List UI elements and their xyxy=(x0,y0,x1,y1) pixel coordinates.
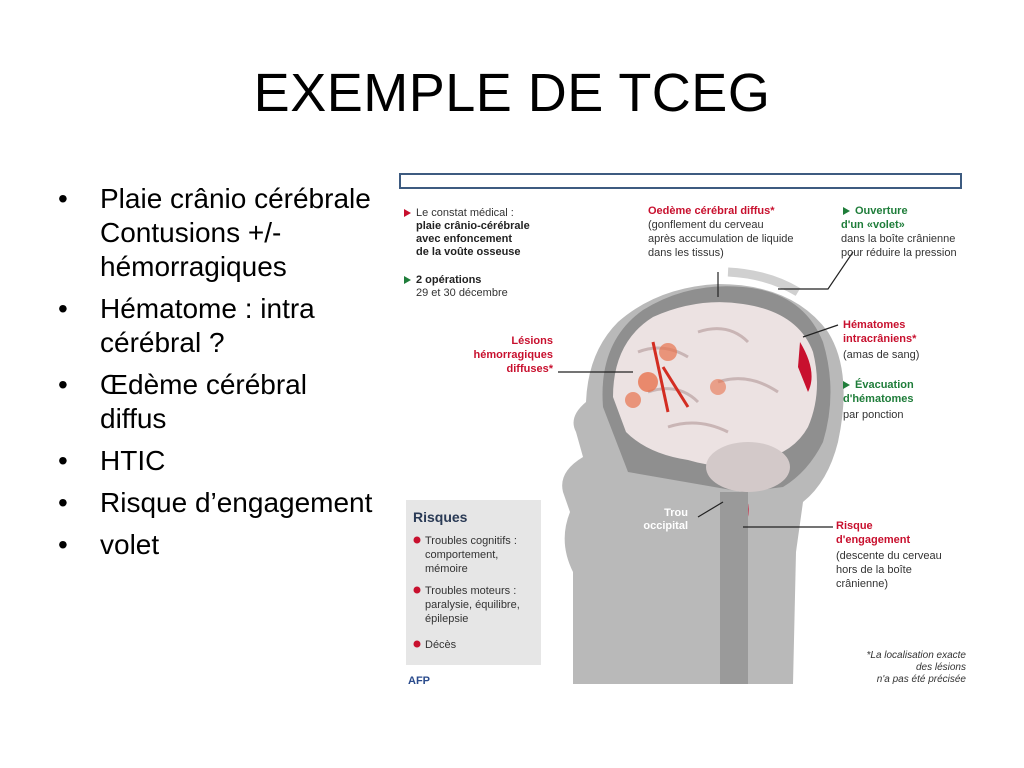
arrow-icon xyxy=(843,381,850,389)
svg-text:hémorragiques: hémorragiques xyxy=(474,349,553,361)
bullet-item: •Plaie crânio cérébrale Contusions +/- h… xyxy=(58,183,371,282)
svg-text:Troubles moteurs :: Troubles moteurs : xyxy=(425,585,516,597)
leader-line xyxy=(697,501,724,518)
hemorrhage-streak xyxy=(651,341,690,413)
svg-text:dans la boîte crânienne: dans la boîte crânienne xyxy=(841,233,955,245)
svg-text:d'hématomes: d'hématomes xyxy=(843,393,913,405)
svg-text:29 et 30 décembre: 29 et 30 décembre xyxy=(416,287,508,299)
bullet-dot-icon xyxy=(413,536,421,544)
lesion-mark xyxy=(625,392,641,408)
bullet-item: •Œdème cérébral diffus xyxy=(58,369,307,434)
afp-credit: AFP xyxy=(408,675,430,684)
svg-text:paralysie, équilibre,: paralysie, équilibre, xyxy=(425,599,520,611)
svg-text:crânienne): crânienne) xyxy=(836,578,888,590)
bullet-dot-icon xyxy=(413,586,421,594)
svg-text:Troubles cognitifs :: Troubles cognitifs : xyxy=(425,535,517,547)
arrow-icon xyxy=(843,207,850,215)
svg-text:diffuses*: diffuses* xyxy=(507,363,554,375)
svg-text:Le constat médical :: Le constat médical : xyxy=(416,207,514,219)
bullet-dot-icon: • xyxy=(58,529,68,560)
risques-box: Risques Troubles cognitifs : comportemen… xyxy=(406,500,541,665)
lesion-mark xyxy=(659,343,677,361)
footnote: *La localisation exacte des lésions n'a … xyxy=(866,650,966,684)
trou-callout: Trou occipital xyxy=(643,507,688,532)
ouverture-callout: Ouverture d'un «volet» dans la boîte crâ… xyxy=(841,205,957,259)
svg-text:d'engagement: d'engagement xyxy=(836,534,910,546)
svg-text:Risque: Risque xyxy=(836,520,873,532)
svg-text:Décès: Décès xyxy=(425,639,457,651)
bullet-item: •volet xyxy=(58,529,160,560)
lesions-callout: Lésions hémorragiques diffuses* xyxy=(474,335,554,375)
svg-text:mémoire: mémoire xyxy=(425,563,468,575)
svg-text:(descente du cerveau: (descente du cerveau xyxy=(836,550,942,562)
spine-shape xyxy=(720,492,748,684)
bullet-item: •Risque d’engagement xyxy=(58,487,373,518)
oedeme-callout: Oedème cérébral diffus* (gonflement du c… xyxy=(648,205,794,259)
engagement-callout: Risque d'engagement (descente du cerveau… xyxy=(836,520,942,590)
figure-frame xyxy=(399,173,962,189)
leader-line xyxy=(802,324,839,338)
slide-title: EXEMPLE DE TCEG xyxy=(253,63,771,123)
svg-text:hors de la boîte: hors de la boîte xyxy=(836,564,912,576)
bullet-dot-icon: • xyxy=(58,445,68,476)
svg-text:n'a pas été précisée: n'a pas été précisée xyxy=(877,674,967,684)
svg-text:Oedème cérébral diffus*: Oedème cérébral diffus* xyxy=(648,205,775,217)
svg-text:(gonflement du cerveau: (gonflement du cerveau xyxy=(648,219,764,231)
svg-text:Ouverture: Ouverture xyxy=(855,205,908,217)
svg-text:Trou: Trou xyxy=(664,507,688,519)
constat-callout: Le constat médical : plaie crânio-cérébr… xyxy=(404,207,530,299)
bullet-dot-icon: • xyxy=(58,369,68,400)
bullet-dot-icon: • xyxy=(58,293,68,324)
svg-text:2 opérations: 2 opérations xyxy=(416,274,481,286)
svg-text:plaie crânio-cérébrale: plaie crânio-cérébrale xyxy=(416,220,530,232)
svg-text:avec enfoncement: avec enfoncement xyxy=(416,233,512,245)
bullet-item: •Hématome : intra cérébral ? xyxy=(58,293,315,358)
bullet-dot-icon: • xyxy=(58,487,68,518)
hematomes-callout: Hématomes intracrâniens* (amas de sang) … xyxy=(843,319,919,421)
svg-text:comportement,: comportement, xyxy=(425,549,498,561)
hematoma-mark xyxy=(798,342,812,392)
bullet-item: •HTIC xyxy=(58,445,166,476)
svg-text:(amas de sang): (amas de sang) xyxy=(843,349,919,361)
svg-text:intracrâniens*: intracrâniens* xyxy=(843,333,917,345)
svg-text:*La localisation exacte: *La localisation exacte xyxy=(866,650,966,661)
head-injury-illustration: Le constat médical : plaie crânio-cérébr… xyxy=(398,192,970,684)
svg-text:dans les tissus): dans les tissus) xyxy=(648,247,724,259)
arrow-icon xyxy=(404,209,411,217)
lesion-mark xyxy=(710,379,726,395)
svg-text:de la voûte osseuse: de la voûte osseuse xyxy=(416,246,521,258)
cerebellum-shape xyxy=(706,442,790,492)
svg-text:occipital: occipital xyxy=(643,520,688,532)
svg-text:Hématomes: Hématomes xyxy=(843,319,905,331)
svg-text:Risques: Risques xyxy=(413,509,468,525)
bullet-dot-icon: • xyxy=(58,183,68,214)
svg-text:par ponction: par ponction xyxy=(843,409,904,421)
svg-text:Lésions: Lésions xyxy=(511,335,553,347)
bullet-list: •Plaie crânio cérébrale Contusions +/- h… xyxy=(58,182,378,570)
svg-text:pour réduire la pression: pour réduire la pression xyxy=(841,247,957,259)
leader-line xyxy=(778,251,854,290)
svg-text:des lésions: des lésions xyxy=(916,662,966,673)
svg-text:épilepsie: épilepsie xyxy=(425,613,468,625)
lesion-mark xyxy=(638,372,658,392)
arrow-icon xyxy=(404,276,411,284)
svg-text:après accumulation de liquide: après accumulation de liquide xyxy=(648,233,794,245)
svg-text:d'un «volet»: d'un «volet» xyxy=(841,219,905,231)
bullet-dot-icon xyxy=(413,640,421,648)
svg-text:Évacuation: Évacuation xyxy=(855,378,914,391)
